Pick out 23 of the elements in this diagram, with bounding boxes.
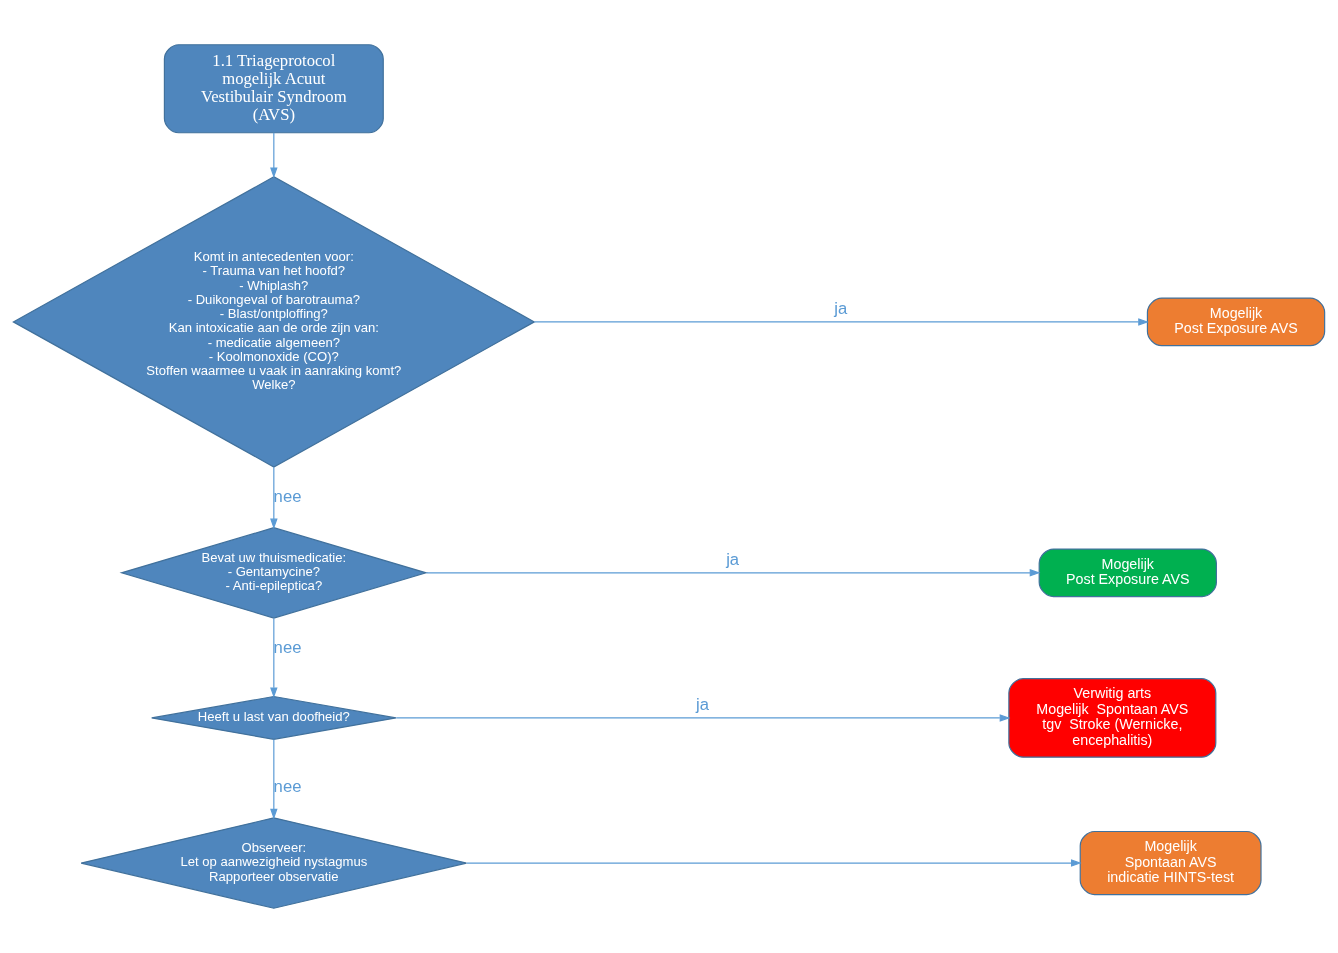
arrow	[270, 132, 278, 179]
node-box: Mogelijk Spontaan AVS indicatie HINTS-test	[1079, 830, 1262, 896]
node-diamond: Bevat uw thuismedicatie: - Gentamycine? - Anti-epileptica?	[119, 527, 429, 619]
node-diamond: Heeft u last van doofheid?	[151, 695, 397, 740]
node-diamond: Observeer: Let op aanwezigheid nystagmus Rapporteer observatie	[80, 817, 468, 909]
edge-label: nee	[273, 776, 302, 796]
arrow	[270, 739, 278, 820]
arrow	[425, 569, 1041, 577]
node-box: Verwitig arts Mogelijk Spontaan AVS tgv Stroke (Wernicke, encephalitis)	[1008, 678, 1217, 758]
arrow	[466, 859, 1082, 867]
edge-label: ja	[696, 694, 709, 714]
edge-label: nee	[273, 486, 302, 506]
edge-label: ja	[726, 549, 740, 569]
node-box: Mogelijk Post Exposure AVS	[1038, 548, 1217, 598]
edge-label: ja	[834, 298, 848, 318]
arrow	[395, 714, 1011, 722]
node-box: Mogelijk Post Exposure AVS	[1146, 297, 1326, 347]
node-box: 1.1 Triageprotocol mogelijk Acuut Vestibulair Syndroom (AVS)	[163, 44, 384, 134]
arrow	[533, 318, 1149, 326]
edge-label: nee	[273, 637, 302, 657]
arrow	[270, 466, 278, 530]
node-diamond: Komt in antecedenten voor: - Trauma van het hoofd? - Whiplash? - Duikongeval of barotrauma? - Blast/ontploffing? Kan intoxicatie aan de orde zijn van: - medicatie algemeen? - Koolmonoxide (CO)? Stoffen waarmee u vaak in aanraking komt? Welke?	[12, 176, 536, 468]
arrow	[270, 617, 278, 699]
